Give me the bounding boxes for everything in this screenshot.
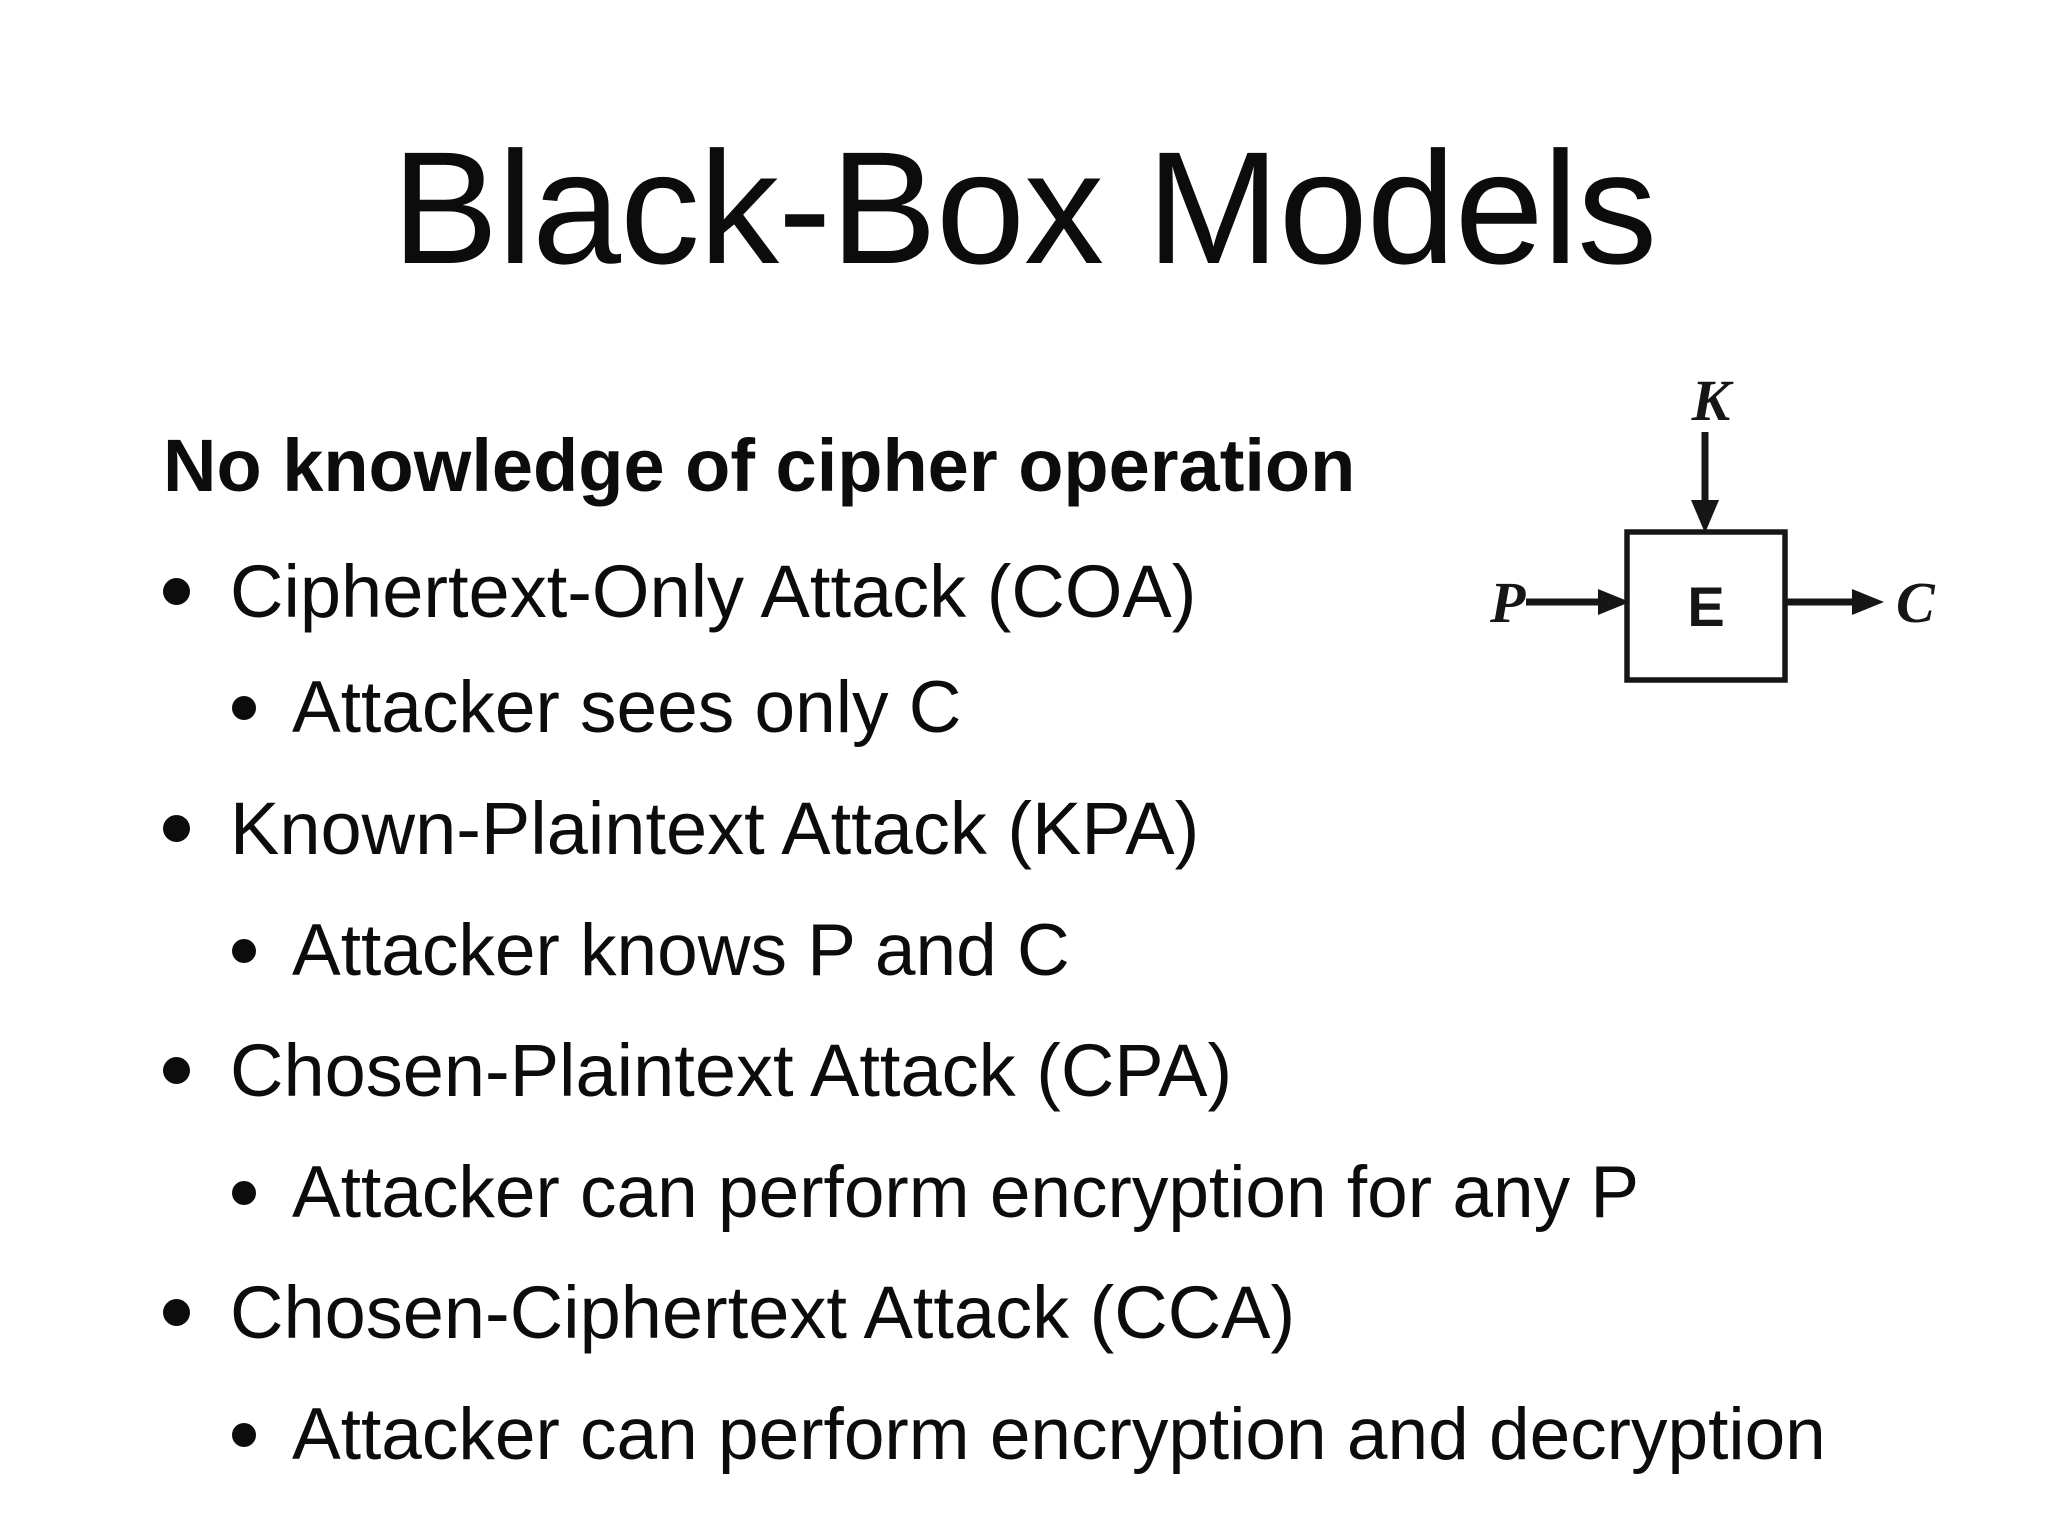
key-arrow-icon xyxy=(1691,432,1719,533)
cipher-box xyxy=(1624,529,1788,683)
bullet-dot-icon xyxy=(163,1057,190,1084)
bullet-kpa-label: Known-Plaintext Attack (KPA) xyxy=(230,787,1200,870)
encryption-diagram: K E P C xyxy=(1489,368,1936,683)
ciphertext-label: C xyxy=(1896,570,1936,635)
subbullet-cca-label: Attacker can perform encryption and decr… xyxy=(292,1394,1826,1475)
bullet-dot-icon xyxy=(232,696,256,720)
subbullet-kpa: Attacker knows P and C xyxy=(232,914,1070,987)
slide-title: Black-Box Models xyxy=(391,118,1657,297)
plaintext-arrow-icon xyxy=(1526,589,1630,615)
subbullet-cpa: Attacker can perform encryption for any … xyxy=(232,1156,1639,1229)
bullet-coa: Ciphertext-Only Attack (COA) xyxy=(163,555,1196,629)
bullet-coa-label: Ciphertext-Only Attack (COA) xyxy=(230,550,1197,633)
bullet-dot-icon xyxy=(163,815,190,842)
subbullet-cpa-label: Attacker can perform encryption for any … xyxy=(292,1152,1640,1233)
bullet-cpa-label: Chosen-Plaintext Attack (CPA) xyxy=(230,1029,1233,1112)
bullet-cca: Chosen-Ciphertext Attack (CCA) xyxy=(163,1276,1295,1350)
bullet-cpa: Chosen-Plaintext Attack (CPA) xyxy=(163,1034,1232,1108)
subbullet-kpa-label: Attacker knows P and C xyxy=(292,910,1070,991)
ciphertext-arrow-icon xyxy=(1787,589,1884,615)
subbullet-cca: Attacker can perform encryption and decr… xyxy=(232,1398,1826,1471)
subbullet-coa: Attacker sees only C xyxy=(232,671,961,744)
bullet-dot-icon xyxy=(232,939,256,963)
cipher-box-label: E xyxy=(1687,575,1724,638)
bullet-dot-icon xyxy=(232,1181,256,1205)
subbullet-coa-label: Attacker sees only C xyxy=(292,667,962,748)
plaintext-label: P xyxy=(1489,570,1526,635)
section-heading: No knowledge of cipher operation xyxy=(163,424,1356,507)
key-label: K xyxy=(1691,368,1734,433)
bullet-dot-icon xyxy=(163,1299,190,1326)
bullet-cca-label: Chosen-Ciphertext Attack (CCA) xyxy=(230,1271,1296,1354)
bullet-kpa: Known-Plaintext Attack (KPA) xyxy=(163,792,1199,866)
bullet-dot-icon xyxy=(163,578,190,605)
bullet-dot-icon xyxy=(232,1423,256,1447)
